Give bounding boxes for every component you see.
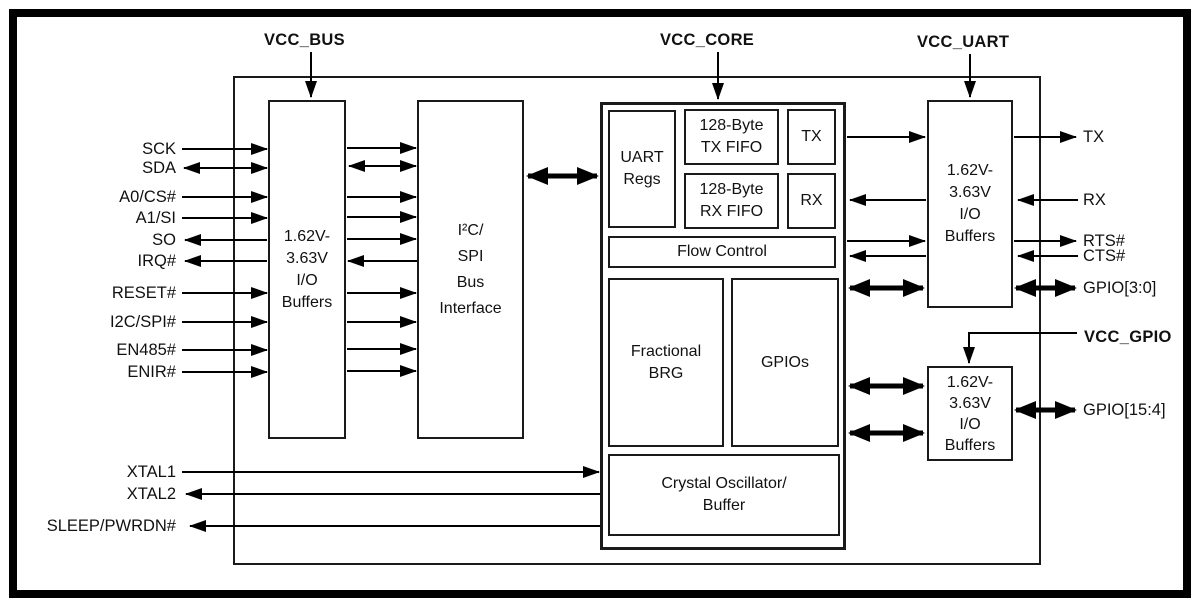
power-label-vcc-uart: VCC_UART [917,33,1010,51]
block-tx: TX [787,109,836,165]
block-text-line: 3.63V [949,394,991,412]
block-fractional-brg: Fractional BRG [608,278,724,447]
block-text-line: Buffer [702,497,746,514]
block-text-line: GPIOs [760,353,809,371]
block-text-line: Fractional [630,342,702,360]
signal-label-sck: SCK [142,140,176,158]
signal-label-gpio30: GPIO[3:0] [1083,279,1157,297]
block-text-line: 128-Byte [699,117,764,134]
block-tx-fifo: 128-Byte TX FIFO [684,109,779,165]
signal-label-enir: ENIR# [127,363,176,381]
left-pin-wires [182,143,268,378]
block-left-io-buffers: 1.62V- 3.63V I/O Buffers [268,100,346,439]
block-uart-io-buffers: 1.62V- 3.63V I/O Buffers [927,100,1013,308]
block-gpio-io-buffers: 1.62V- 3.63V I/O Buffers [927,366,1013,461]
block-text-line: BRG [648,364,684,382]
block-text-line: Interface [439,299,502,317]
chip-boundary [233,76,1041,565]
block-text-line: Buffers [944,228,996,245]
block-text-line: Bus [456,273,485,291]
signal-label-a1si: A1/SI [135,209,176,227]
buffer-to-interface-wires [347,142,417,377]
signal-label-gpio154: GPIO[15:4] [1083,401,1166,419]
block-text-line: RX FIFO [699,203,764,220]
uart-buffer-wires [847,131,1078,262]
block-text-line: 1.62V- [946,373,994,391]
signal-label-en485: EN485# [116,341,176,359]
signal-label-so: SO [152,231,176,249]
signal-label-xtal2: XTAL2 [126,485,176,503]
block-text-line: RX [800,192,823,209]
power-label-vcc-bus: VCC_BUS [264,31,345,49]
block-text-line: 3.63V [286,249,328,267]
block-crystal-oscillator: Crystal Oscillator/ Buffer [608,454,840,536]
power-label-vcc-core: VCC_CORE [660,31,755,49]
block-text-line: Regs [623,171,661,188]
block-text-line: 128-Byte [699,181,764,198]
block-text-line: 1.62V- [283,227,331,245]
signal-label-cts: CTS# [1083,247,1126,265]
block-rx: RX [787,173,836,229]
block-i2c-spi-bus-interface: I²C/ SPI Bus Interface [417,100,524,439]
signal-label-sda: SDA [142,159,176,177]
block-text-line: I²C/ [457,221,484,239]
signal-label-sleep-pwrdn: SLEEP/PWRDN# [46,517,176,535]
block-text-line: UART [620,149,664,166]
block-uart-regs: UART Regs [608,110,676,228]
block-rx-fifo: 128-Byte RX FIFO [684,173,779,229]
block-text-line: Crystal Oscillator/ [661,475,787,492]
block-text-line: TX FIFO [700,139,763,156]
signal-label-reset: RESET# [111,284,176,302]
block-text-line: I/O [296,271,318,289]
block-flow-control: Flow Control [608,236,836,268]
block-text-line: Buffers [944,436,996,454]
block-text-line: I/O [959,206,981,223]
block-text-line: 3.63V [949,184,991,201]
block-text-line: TX [801,128,822,145]
block-text-line: Flow Control [677,243,767,260]
block-text-line: Buffers [281,293,333,311]
signal-label-rx: RX [1083,191,1106,209]
block-text-line: I/O [959,415,981,433]
block-text-line: 1.62V- [946,162,994,179]
power-drop-wires [305,52,1077,364]
wire-vcc-gpio [963,332,1077,364]
power-label-vcc-gpio: VCC_GPIO [1084,328,1172,346]
signal-label-a0cs: A0/CS# [119,188,176,206]
signal-label-rts: RTS# [1083,232,1125,250]
clock-and-sleep-wires [182,466,602,532]
gpio-buffer-bidir [848,377,1077,442]
block-gpios: GPIOs [731,278,839,447]
signal-label-tx: TX [1083,128,1105,146]
block-text-line: SPI [457,247,484,265]
signal-label-xtal1: XTAL1 [126,463,176,481]
signal-label-i2cspi: I2C/SPI# [109,313,176,331]
signal-label-irq: IRQ# [137,252,176,270]
